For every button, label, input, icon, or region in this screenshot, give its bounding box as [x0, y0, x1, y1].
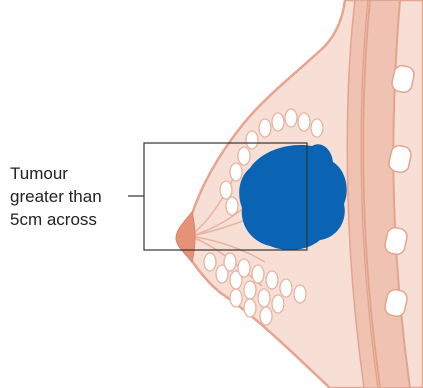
tumour-label-line-2: greater than [10, 186, 102, 208]
tumour-label-line-3: 5cm across [10, 209, 97, 231]
nipple [176, 212, 195, 262]
tumour-label-line-1: Tumour [10, 163, 68, 185]
